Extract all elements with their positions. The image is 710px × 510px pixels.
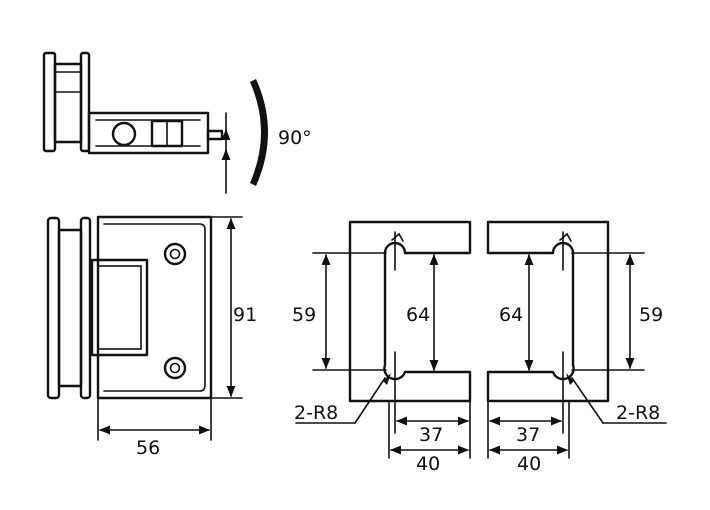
height-dimension: 91 bbox=[210, 216, 257, 399]
right-radius-callout: 2-R8 bbox=[566, 373, 667, 424]
right-inner-width-label: 37 bbox=[516, 424, 540, 446]
right-slot-height-label: 64 bbox=[499, 304, 523, 326]
left-slot-height-label: 64 bbox=[406, 304, 430, 326]
right-outer-width-label: 40 bbox=[517, 453, 541, 475]
hinge-pin-icon bbox=[111, 121, 137, 147]
glass-clamp-top bbox=[42, 51, 91, 153]
right-slot-height-dimension: 64 bbox=[499, 253, 534, 372]
front-view: 91 56 bbox=[46, 215, 257, 459]
angle-label: 90° bbox=[278, 127, 312, 149]
top-view: 90° bbox=[42, 51, 312, 194]
glass-clamp-front bbox=[46, 216, 92, 400]
left-hole-spacing-label: 59 bbox=[292, 304, 316, 326]
left-hole-spacing-dimension: 59 bbox=[292, 252, 387, 371]
wall-plate-front bbox=[90, 215, 213, 400]
left-outer-width-dimension: 40 bbox=[388, 400, 470, 475]
left-slot-height-dimension: 64 bbox=[406, 253, 439, 372]
right-plate-outline bbox=[486, 220, 610, 403]
right-hole-spacing-dimension: 59 bbox=[571, 252, 663, 371]
wall-plate-top bbox=[87, 111, 224, 155]
left-inner-width-dimension: 37 bbox=[394, 389, 471, 459]
right-inner-width-dimension: 37 bbox=[487, 389, 564, 459]
right-radius-label: 2-R8 bbox=[616, 402, 660, 424]
right-hole-spacing-label: 59 bbox=[639, 304, 663, 326]
left-plate-view: 59 64 2-R8 37 40 bbox=[292, 220, 472, 475]
width-dimension: 56 bbox=[97, 397, 212, 459]
height-label: 91 bbox=[233, 304, 257, 326]
left-inner-width-label: 37 bbox=[419, 424, 443, 446]
left-radius-callout: 2-R8 bbox=[294, 373, 391, 424]
screw-top-icon bbox=[163, 242, 187, 266]
left-radius-label: 2-R8 bbox=[294, 402, 338, 424]
screw-bottom-icon bbox=[163, 356, 187, 380]
left-outer-width-label: 40 bbox=[416, 453, 440, 475]
angle-arc bbox=[250, 79, 268, 186]
width-label: 56 bbox=[136, 437, 160, 459]
right-plate-view: 64 59 2-R8 37 40 bbox=[486, 220, 667, 475]
left-plate-outline bbox=[348, 220, 472, 403]
right-outer-width-dimension: 40 bbox=[488, 400, 570, 475]
